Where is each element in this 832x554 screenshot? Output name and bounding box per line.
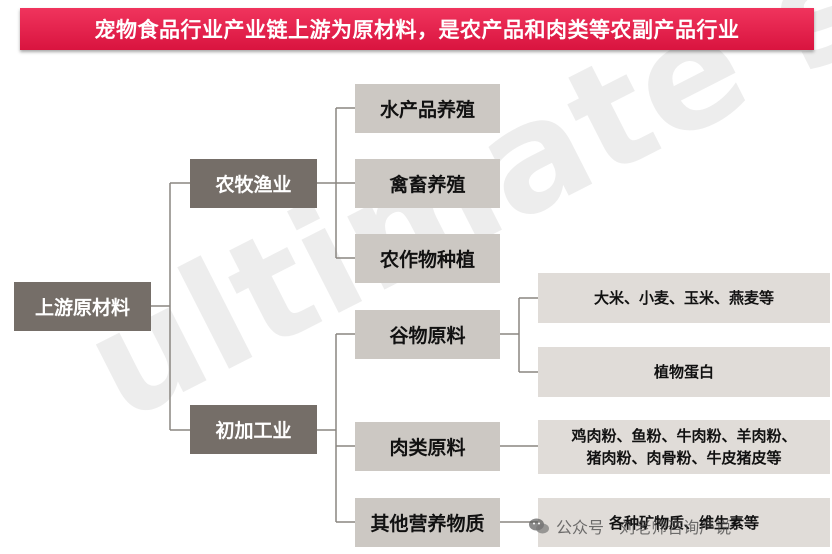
title-banner: 宠物食品行业产业链上游为原材料，是农产品和肉类等农副产品行业 bbox=[20, 8, 814, 50]
leaf-meat-line1: 鸡肉粉、鱼粉、牛肉粉、羊肉粉、 bbox=[571, 427, 797, 445]
leaf-meat-powders: 鸡肉粉、鱼粉、牛肉粉、羊肉粉、 猪肉粉、肉骨粉、牛皮猪皮等 bbox=[538, 420, 830, 474]
leaf-meat-line2: 猪肉粉、肉骨粉、牛皮猪皮等 bbox=[586, 449, 782, 467]
node-meat-material: 肉类原料 bbox=[355, 422, 500, 471]
wechat-watermark: 公众号 · 刘老师咨询产说 bbox=[528, 514, 731, 538]
node-root: 上游原材料 bbox=[14, 282, 151, 331]
page-title: 宠物食品行业产业链上游为原材料，是农产品和肉类等农副产品行业 bbox=[94, 18, 740, 42]
node-agriculture: 农牧渔业 bbox=[190, 159, 317, 208]
leaf-minerals-vitamins: 各种矿物质、维生素等 bbox=[538, 498, 830, 547]
node-grain-material: 谷物原料 bbox=[355, 310, 500, 359]
leaf-plant-protein: 植物蛋白 bbox=[538, 347, 830, 397]
wechat-icon bbox=[529, 518, 549, 534]
node-livestock: 禽畜养殖 bbox=[355, 159, 500, 208]
node-other-nutrients: 其他营养物质 bbox=[355, 498, 500, 547]
wechat-label: 公众号 · 刘老师咨询产说 bbox=[556, 518, 732, 537]
leaf-grains: 大米、小麦、玉米、燕麦等 bbox=[538, 273, 830, 323]
node-aquaculture: 水产品养殖 bbox=[355, 84, 500, 133]
node-primary-processing: 初加工业 bbox=[190, 405, 317, 454]
node-crops: 农作物种植 bbox=[355, 234, 500, 283]
